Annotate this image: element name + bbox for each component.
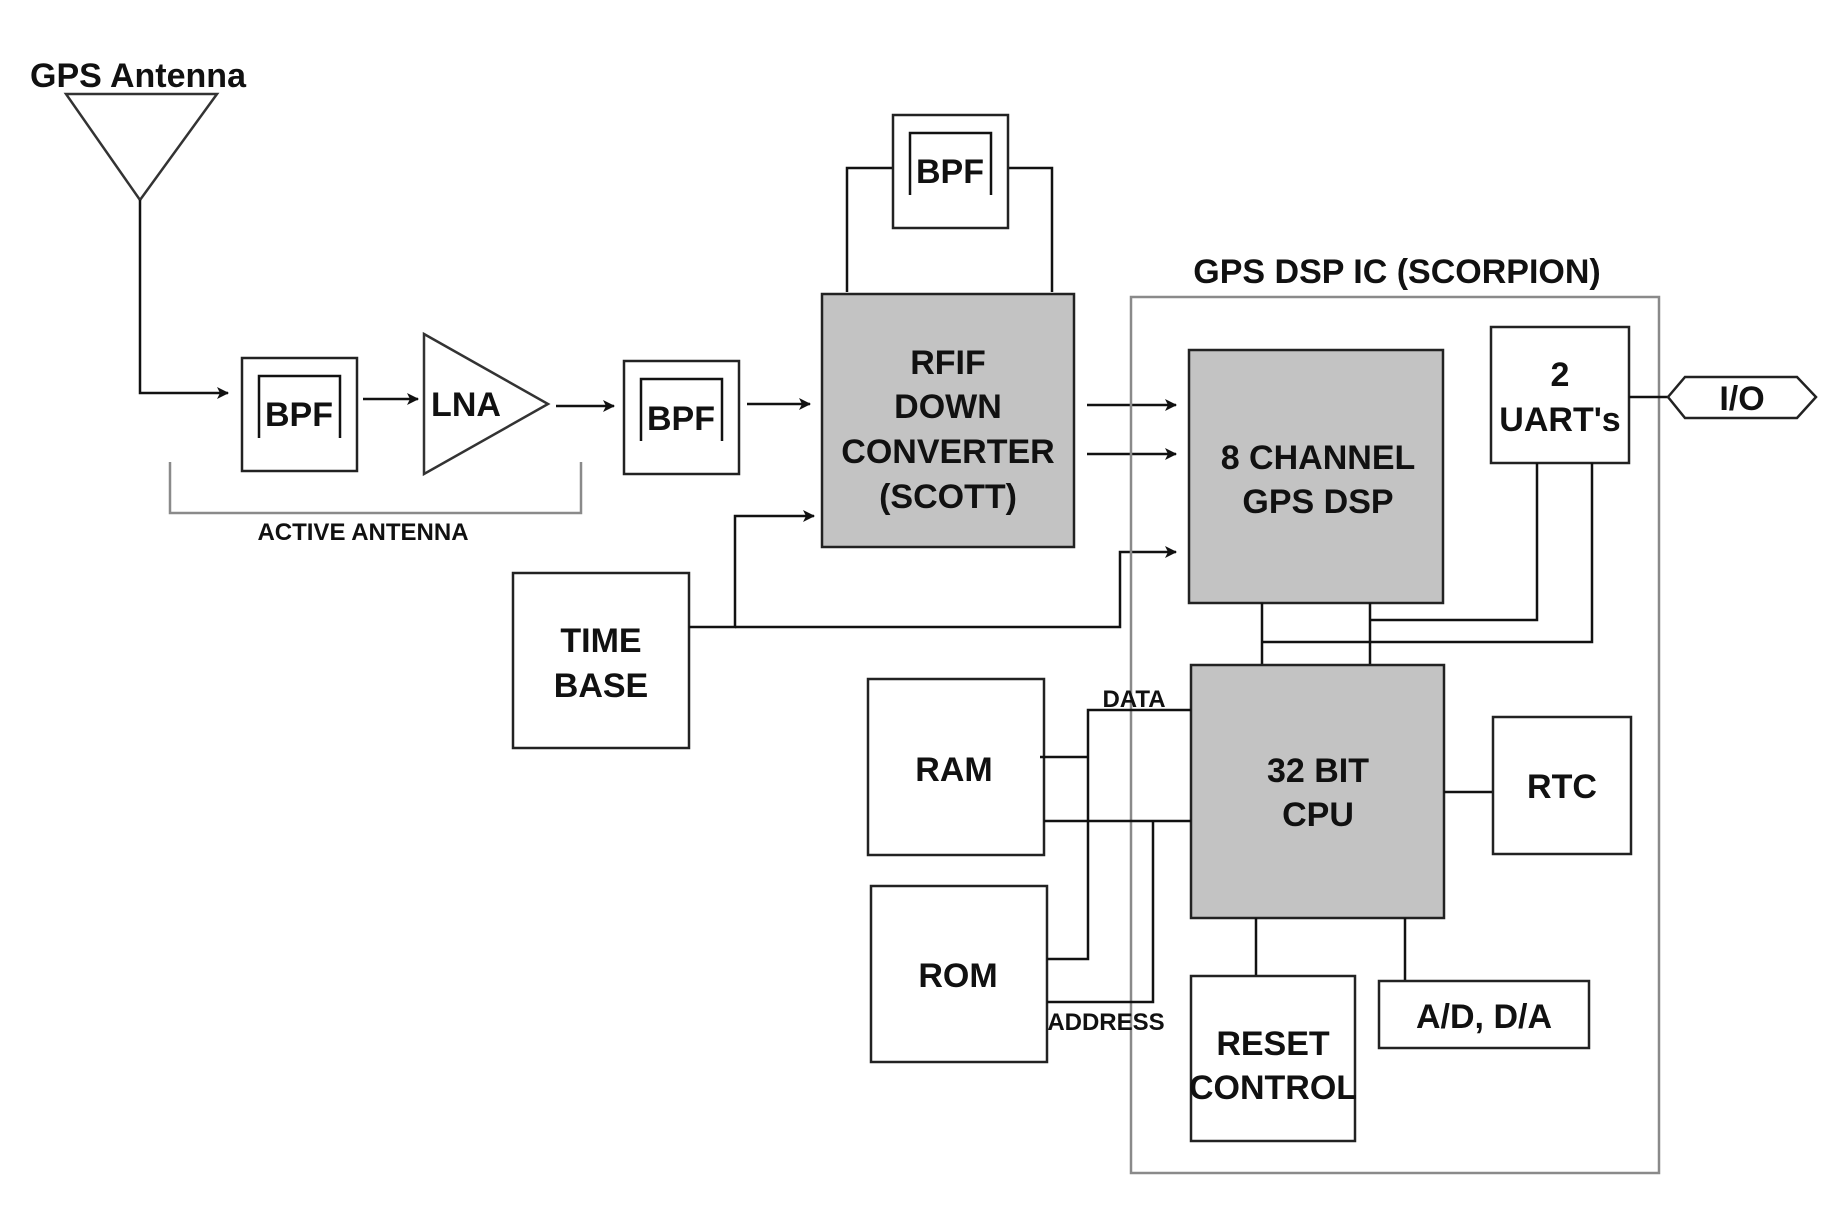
cpu-line-2: CPU [1282, 796, 1354, 834]
ram-label: RAM [915, 751, 992, 789]
io-connector: I/O [1666, 375, 1818, 420]
bpf-loop-wire [845, 166, 1054, 292]
rfif-line-4: (SCOTT) [879, 478, 1017, 516]
uarts-block: 2 UART's [1489, 325, 1631, 465]
data-bus-wire [1040, 708, 1191, 961]
bus-data-label: DATA [1102, 686, 1165, 713]
rfif-line-1: RFIF [910, 344, 986, 382]
gps-dsp-block: 8 CHANNEL GPS DSP [1187, 348, 1445, 605]
rfif-line-3: CONVERTER [841, 433, 1054, 471]
antenna-icon [63, 92, 220, 203]
gps-dsp-line-2: GPS DSP [1242, 483, 1393, 521]
dsp-cpu-bus-wire [1260, 463, 1594, 665]
cpu-block: 32 BIT CPU [1189, 663, 1446, 920]
reset-control-block: RESET CONTROL [1189, 974, 1357, 1143]
adda-label: A/D, D/A [1416, 998, 1552, 1036]
time-base-to-rfif-wire [689, 510, 815, 629]
rtc-label: RTC [1527, 768, 1597, 806]
active-antenna-bracket [168, 462, 583, 515]
rfif-down-converter-block: RFIF DOWN CONVERTER (SCOTT) [820, 292, 1076, 549]
bpf-1-block: BPF [240, 356, 359, 473]
gps-dsp-line-1: 8 CHANNEL [1221, 439, 1416, 477]
lna-block: LNA [422, 331, 551, 477]
rfif-line-2: DOWN [894, 388, 1002, 426]
antenna-title: GPS Antenna [30, 57, 247, 95]
dsp-ic-outline [1129, 295, 1661, 1175]
bpf-2-block: BPF [622, 359, 741, 476]
time-base-line-2: BASE [554, 667, 648, 705]
io-label: I/O [1719, 380, 1764, 418]
bpf-loop-label: BPF [916, 153, 984, 191]
uarts-line-2: UART's [1499, 401, 1620, 439]
rtc-block: RTC [1491, 715, 1633, 856]
dsp-ic-title: GPS DSP IC (SCORPION) [1193, 253, 1600, 291]
bpf-1-label: BPF [265, 396, 333, 434]
ram-block: RAM [866, 677, 1046, 857]
time-base-line-1: TIME [560, 622, 641, 660]
uarts-line-1: 2 [1551, 356, 1570, 394]
bpf-loop-block: BPF [891, 113, 1010, 230]
lna-label: LNA [431, 386, 501, 424]
active-antenna-label: ACTIVE ANTENNA [257, 519, 468, 546]
time-base-block: TIME BASE [511, 571, 691, 750]
adda-block: A/D, D/A [1377, 979, 1591, 1050]
reset-line-1: RESET [1216, 1025, 1330, 1063]
cpu-line-1: 32 BIT [1267, 752, 1369, 790]
reset-line-2: CONTROL [1189, 1069, 1357, 1107]
time-base-to-dsp-wire [735, 546, 1177, 629]
rom-block: ROM [869, 884, 1049, 1064]
bpf-2-label: BPF [647, 400, 715, 438]
antenna-feed-wire [138, 200, 229, 399]
bus-address-label: ADDRESS [1047, 1009, 1164, 1036]
rom-label: ROM [918, 957, 997, 995]
address-bus-wire [1044, 819, 1191, 1004]
